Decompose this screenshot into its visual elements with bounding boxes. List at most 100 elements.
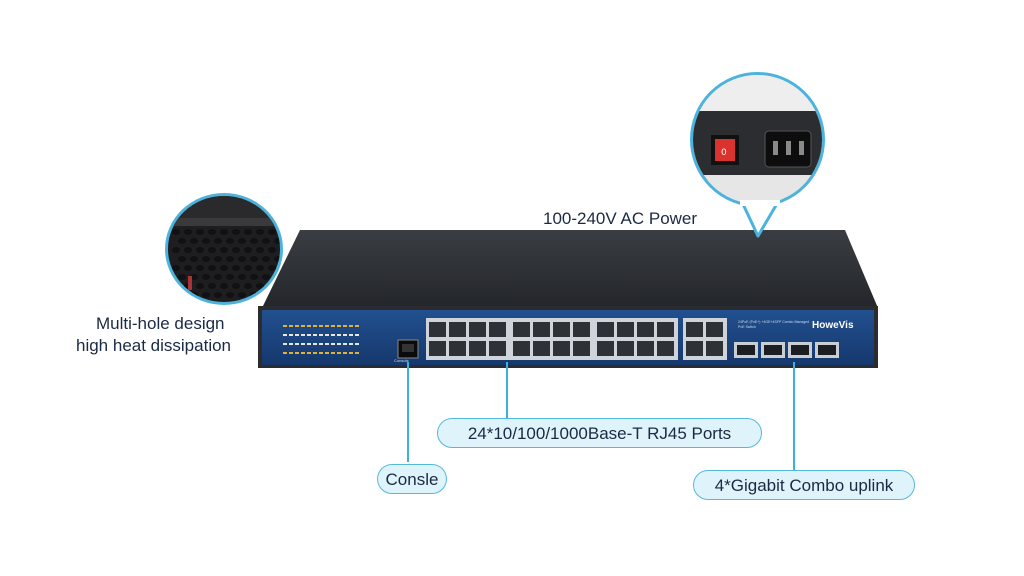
vent-hole [244,229,252,235]
led [307,325,311,327]
power-switch-icon: 0 [711,135,739,165]
vent-hole [196,283,204,289]
combo-port [706,341,723,356]
vent-hole [226,274,234,280]
vent-hole [190,238,198,244]
led [337,334,341,336]
led [355,352,359,354]
vent-hole [262,256,270,262]
rj45-port [469,322,486,337]
vent-hole [184,265,192,271]
power-socket-icon [764,130,812,168]
led [295,352,299,354]
vent-hole [238,256,246,262]
led [319,325,323,327]
led [343,352,347,354]
led [289,352,293,354]
vent-hole [202,274,210,280]
rj45-port [469,341,486,356]
vent-hole [178,256,186,262]
vent-hole [238,238,246,244]
vent-hole [232,247,240,253]
led [343,334,347,336]
vent-hole [196,247,204,253]
rj45-ports [426,318,678,360]
power-inset-image: 0 [693,75,822,204]
vent-hole [232,229,240,235]
led [313,325,317,327]
vent-hole [268,247,276,253]
rj45-port [617,322,634,337]
vent-hole [214,292,222,298]
rj45-port [597,341,614,356]
vent-hole [220,265,228,271]
led [313,334,317,336]
led [301,334,305,336]
vent-hole [256,265,264,271]
heat-callout-line1: Multi-hole design [96,314,225,333]
vent-hole [238,292,246,298]
vent-hole [232,283,240,289]
rj45-port [489,341,506,356]
vent-hole [190,256,198,262]
led [337,343,341,345]
vent-hole [226,292,234,298]
vent-hole [172,247,180,253]
vent-hole [184,247,192,253]
vent-hole [220,283,228,289]
vent-hole [178,274,186,280]
vent-hole [184,229,192,235]
sfp-port-slot [791,345,809,355]
led [349,343,353,345]
power-callout: 100-240V AC Power [543,209,698,228]
rj45-port [553,341,570,356]
led [319,352,323,354]
rj45-port [637,322,654,337]
power-pointer [740,200,780,238]
console-port-label: Console [394,358,409,363]
led [325,352,329,354]
led [295,343,299,345]
combo-port [686,341,703,356]
led [325,325,329,327]
led [301,325,305,327]
led [295,325,299,327]
vent-hole [214,256,222,262]
brand-text: HoweVis [812,320,854,331]
vent-hole [262,274,270,280]
rj45-port [573,341,590,356]
vent-hole [262,238,270,244]
sfp-port-slot [818,345,836,355]
led [319,334,323,336]
led [337,325,341,327]
vent-hole [172,229,180,235]
led [349,325,353,327]
vent-hole [238,274,246,280]
sfp-ports [734,342,839,358]
led [307,352,311,354]
led [307,343,311,345]
vent-hole [172,265,180,271]
led [325,334,329,336]
vent-hole [250,274,258,280]
rj45-port [597,322,614,337]
led [355,334,359,336]
power-detail-circle: 0 [690,72,825,207]
brand-logo: HoweVis [812,320,854,331]
led [343,325,347,327]
vent-hole [250,256,258,262]
led [283,334,287,336]
heat-callout-line2: high heat dissipation [76,336,232,355]
led [289,325,293,327]
led [295,334,299,336]
console-leader-line [407,362,409,462]
led [355,325,359,327]
led [283,352,287,354]
rj45-port [553,322,570,337]
rj45-port [449,341,466,356]
vent-hole [220,247,228,253]
vent-hole [256,229,264,235]
svg-text:0: 0 [721,148,727,158]
rj45-port [489,322,506,337]
